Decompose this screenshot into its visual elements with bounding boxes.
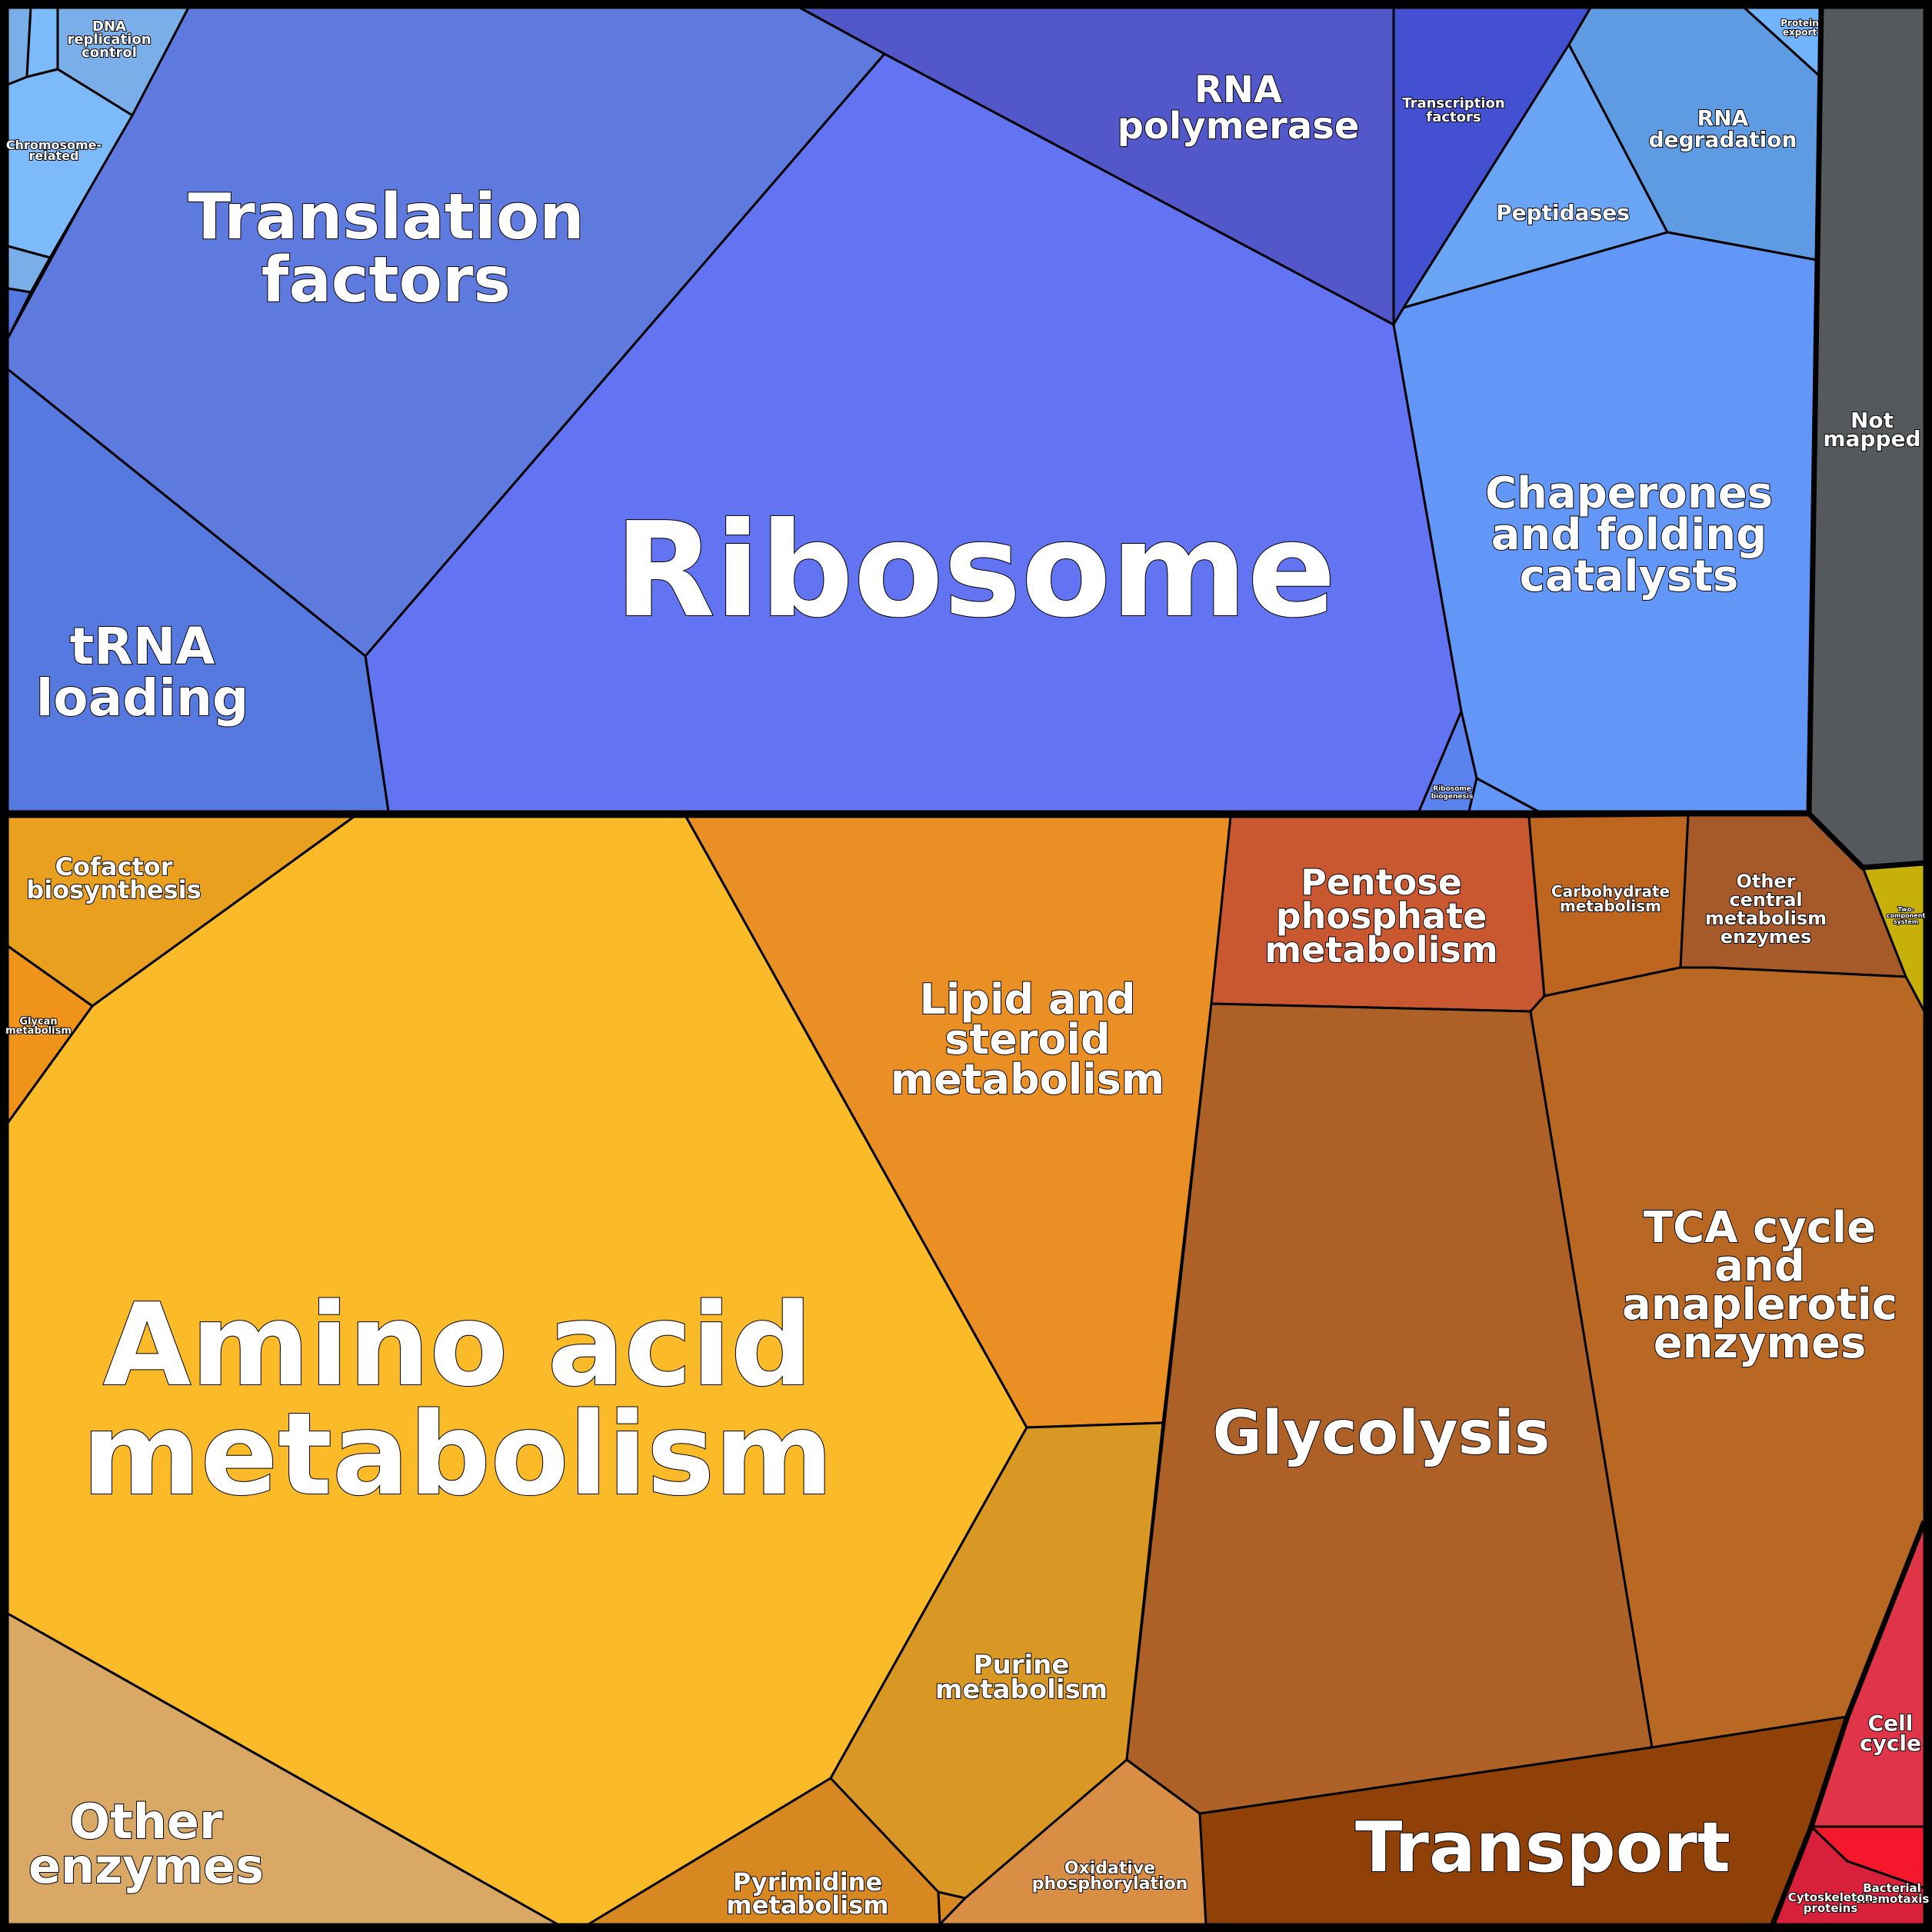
group-information-processing: [6, 6, 1823, 813]
label-chromosome-related: Chromosome-related: [6, 138, 102, 163]
divider-not-mapped: [1806, 7, 1824, 814]
divider-cellular: [1770, 1520, 1927, 1926]
label-peptidases: Peptidases: [1496, 200, 1630, 225]
label-transport: Transport: [1355, 1807, 1730, 1888]
label-glycolysis: Glycolysis: [1213, 1399, 1551, 1468]
cell-dna-small-b[interactable]: [25, 6, 59, 78]
divider-info-metabolism: [8, 811, 1925, 871]
label-ribosome: Ribosome: [615, 495, 1336, 647]
group-metabolism: [6, 812, 1926, 1926]
